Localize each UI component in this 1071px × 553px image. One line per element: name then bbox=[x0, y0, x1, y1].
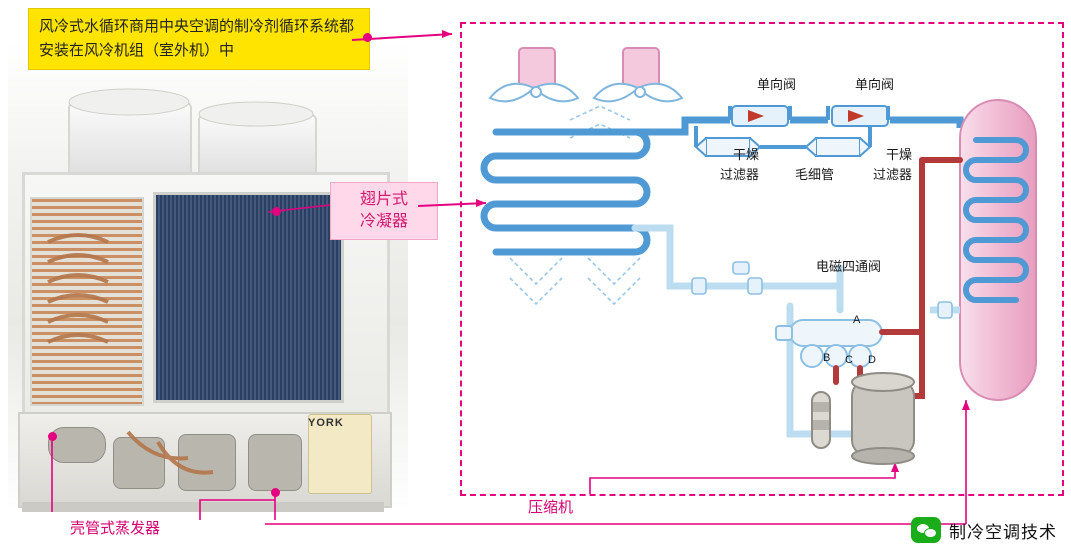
fan-assembly-left bbox=[488, 47, 580, 103]
marker-dot-base bbox=[271, 488, 280, 497]
shell-tube-vessel bbox=[959, 99, 1037, 401]
marker-dot-callout bbox=[363, 33, 372, 42]
callout-finned-condenser-line2: 冷凝器 bbox=[359, 213, 408, 230]
discharge-line bbox=[635, 116, 964, 136]
callout-compressor: 压缩机 bbox=[528, 499, 574, 516]
airflow-arrows bbox=[509, 105, 641, 306]
label-four-way-valve: 电磁四通阀 bbox=[816, 259, 882, 274]
dryer-filter-right bbox=[804, 137, 872, 157]
label-dryer-filter-right-line2: 过滤器 bbox=[873, 167, 913, 182]
label-check-valve-right: 单向阀 bbox=[855, 77, 895, 92]
wechat-icon bbox=[911, 517, 941, 543]
label-dryer-filter-left-line2: 过滤器 bbox=[720, 167, 760, 182]
refrigerant-circuit-boundary bbox=[460, 22, 1064, 496]
marker-dot-condenser bbox=[272, 207, 281, 216]
photo-detail-overlay bbox=[47, 88, 314, 475]
check-valve-right bbox=[831, 105, 889, 127]
label-port-a: A bbox=[853, 314, 861, 326]
base-rail bbox=[22, 502, 384, 512]
callout-system-description: 风冷式水循环商用中央空调的制冷剂循环系统都安装在风冷机组（室外机）中 bbox=[28, 8, 370, 70]
label-port-d: D bbox=[868, 354, 876, 366]
label-port-c: C bbox=[845, 354, 853, 366]
label-capillary: 毛细管 bbox=[795, 167, 835, 182]
four-way-valve bbox=[775, 319, 883, 368]
condenser-coil-schematic bbox=[480, 128, 651, 256]
finned-condenser-coil bbox=[153, 192, 344, 403]
callout-finned-condenser-line1: 翅片式 bbox=[359, 191, 408, 208]
shell-tube-evaporator-body bbox=[48, 427, 106, 463]
callout-shell-tube-evaporator: 壳管式蒸发器 bbox=[70, 520, 161, 537]
compressor-unit-2 bbox=[178, 434, 236, 491]
label-port-b: B bbox=[823, 352, 831, 364]
brand-label: YORK bbox=[308, 417, 344, 429]
valve-fitting-vessel bbox=[937, 301, 953, 319]
compressor bbox=[811, 372, 915, 465]
control-panel bbox=[308, 414, 372, 494]
wechat-footer: 制冷空调技术 bbox=[911, 517, 1057, 543]
fan-assembly-right bbox=[592, 47, 684, 103]
refrigerant-schematic bbox=[480, 47, 1037, 465]
label-dryer-filter-left-line1: 干燥 bbox=[733, 147, 760, 162]
label-check-valve-left: 单向阀 bbox=[757, 77, 797, 92]
wechat-account-name: 制冷空调技术 bbox=[949, 522, 1057, 542]
label-dryer-filter-right-line1: 干燥 bbox=[886, 147, 913, 162]
marker-dot-evaporator bbox=[48, 432, 57, 441]
suction-return-line bbox=[631, 224, 856, 438]
capillary-tube bbox=[694, 106, 890, 149]
discharge-red-line bbox=[833, 157, 963, 399]
chiller-photo: YORK bbox=[8, 42, 408, 512]
callout-finned-condenser: 翅片式 冷凝器 bbox=[330, 182, 438, 240]
suction-fittings bbox=[691, 261, 763, 295]
check-valve-left bbox=[731, 105, 789, 127]
